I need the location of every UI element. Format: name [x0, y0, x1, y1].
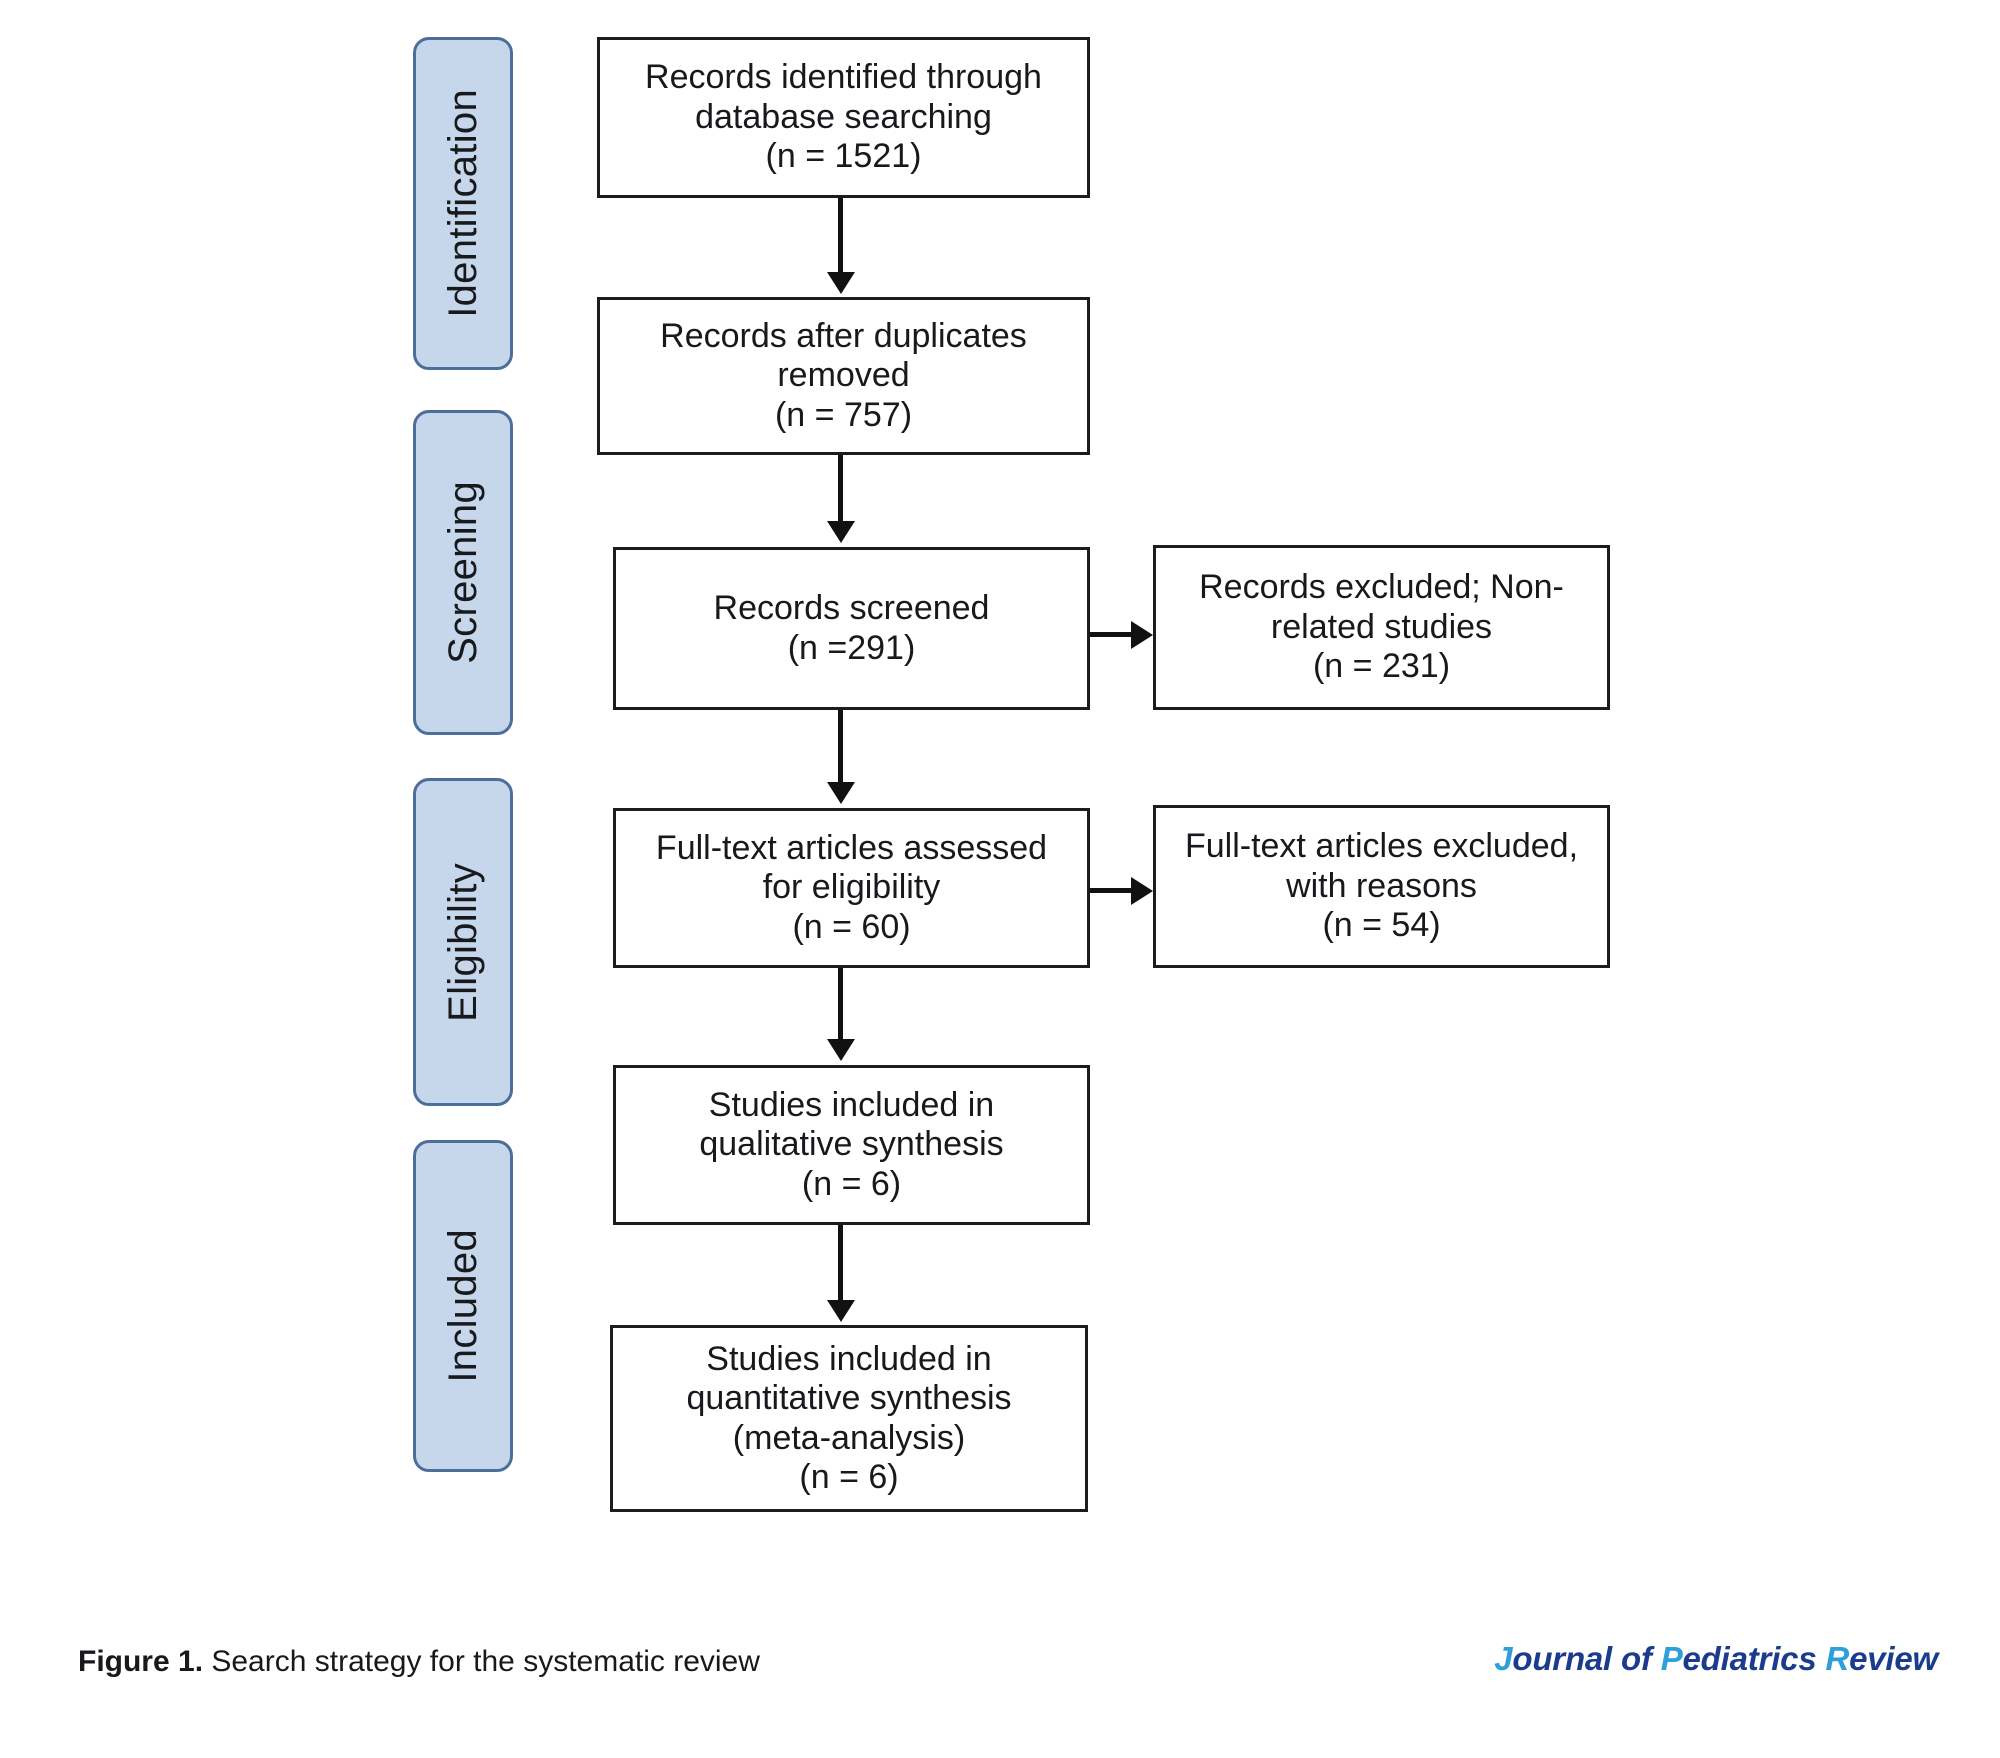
figure-caption-text: Search strategy for the systematic revie… [203, 1645, 760, 1678]
box-fulltext-assessed: Full-text articles assessed for eligibil… [613, 808, 1090, 968]
arrow-fulltext-to-excluded-head [1131, 877, 1153, 905]
journal-logo-r: R [1825, 1640, 1850, 1677]
box-records-screened-count: (n =291) [787, 628, 916, 667]
box-records-excluded-line1: Records excluded; Non- [1199, 568, 1564, 607]
box-fulltext-assessed-count: (n = 60) [792, 907, 911, 946]
box-records-identified: Records identified through database sear… [597, 37, 1090, 198]
arrow-fulltext-to-excluded [1090, 888, 1135, 893]
box-qualitative-synthesis-count: (n = 6) [801, 1164, 902, 1203]
box-records-after-duplicates-line1: Records after duplicates [660, 316, 1027, 355]
box-records-excluded-count: (n = 231) [1312, 647, 1451, 686]
stage-label-identification-text: Identification [441, 89, 485, 318]
box-records-screened-line1: Records screened [713, 589, 990, 628]
box-qualitative-synthesis-line2: qualitative synthesis [699, 1125, 1004, 1164]
box-fulltext-excluded-line1: Full-text articles excluded, [1184, 827, 1579, 866]
arrow-fulltext-to-qualitative [838, 968, 843, 1041]
journal-logo-ournal-of: ournal of [1512, 1640, 1661, 1677]
box-records-after-duplicates-count: (n = 757) [774, 395, 913, 434]
arrow-screened-to-excluded [1090, 632, 1135, 637]
journal-logo-ediatrics: ediatrics [1682, 1640, 1826, 1677]
box-records-excluded-line2: related studies [1270, 607, 1493, 646]
stage-label-included: Included [413, 1140, 513, 1472]
arrow-qualitative-to-quantitative-head [827, 1300, 855, 1322]
arrow-screened-to-excluded-head [1131, 621, 1153, 649]
journal-logo-p: P [1660, 1640, 1683, 1677]
box-records-identified-count: (n = 1521) [765, 137, 922, 176]
figure-caption-label: Figure 1. [78, 1645, 204, 1678]
arrow-screened-to-fulltext [838, 710, 843, 784]
stage-label-screening-text: Screening [441, 481, 485, 664]
box-records-screened: Records screened (n =291) [613, 547, 1090, 710]
box-fulltext-excluded-count: (n = 54) [1322, 906, 1441, 945]
arrow-screened-to-fulltext-head [827, 782, 855, 804]
box-fulltext-excluded-line2: with reasons [1286, 866, 1477, 905]
box-quantitative-synthesis-line1: Studies included in [706, 1339, 992, 1378]
box-quantitative-synthesis-line2: quantitative synthesis [686, 1379, 1012, 1418]
stage-label-screening: Screening [413, 410, 513, 735]
stage-label-identification: Identification [413, 37, 513, 370]
stage-label-eligibility-text: Eligibility [441, 862, 485, 1022]
box-quantitative-synthesis-line3: (meta-analysis) [732, 1418, 966, 1457]
stage-label-eligibility: Eligibility [413, 778, 513, 1106]
box-fulltext-assessed-line1: Full-text articles assessed [655, 828, 1048, 867]
journal-logo-j: J [1494, 1640, 1513, 1677]
box-records-identified-line2: database searching [695, 97, 992, 136]
figure-caption: Figure 1. Search strategy for the system… [78, 1645, 760, 1679]
arrow-identified-to-duplicates [838, 198, 843, 276]
box-fulltext-assessed-line2: for eligibility [762, 868, 941, 907]
box-records-excluded: Records excluded; Non- related studies (… [1153, 545, 1610, 710]
box-quantitative-synthesis-count: (n = 6) [799, 1457, 899, 1496]
journal-logo: Journal of Pediatrics Review [1494, 1640, 1938, 1678]
arrow-qualitative-to-quantitative [838, 1225, 843, 1303]
box-qualitative-synthesis: Studies included in qualitative synthesi… [613, 1065, 1090, 1225]
arrow-identified-to-duplicates-head [827, 272, 855, 294]
box-fulltext-excluded: Full-text articles excluded, with reason… [1153, 805, 1610, 968]
arrow-fulltext-to-qualitative-head [827, 1039, 855, 1061]
box-records-after-duplicates-line2: removed [777, 356, 910, 395]
box-qualitative-synthesis-line1: Studies included in [708, 1085, 995, 1124]
stage-label-included-text: Included [441, 1229, 485, 1383]
box-quantitative-synthesis: Studies included in quantitative synthes… [610, 1325, 1088, 1512]
box-records-identified-line1: Records identified through [645, 58, 1042, 97]
journal-logo-eview: eview [1849, 1640, 1938, 1677]
arrow-duplicates-to-screened-head [827, 521, 855, 543]
box-records-after-duplicates: Records after duplicates removed (n = 75… [597, 297, 1090, 455]
arrow-duplicates-to-screened [838, 455, 843, 523]
